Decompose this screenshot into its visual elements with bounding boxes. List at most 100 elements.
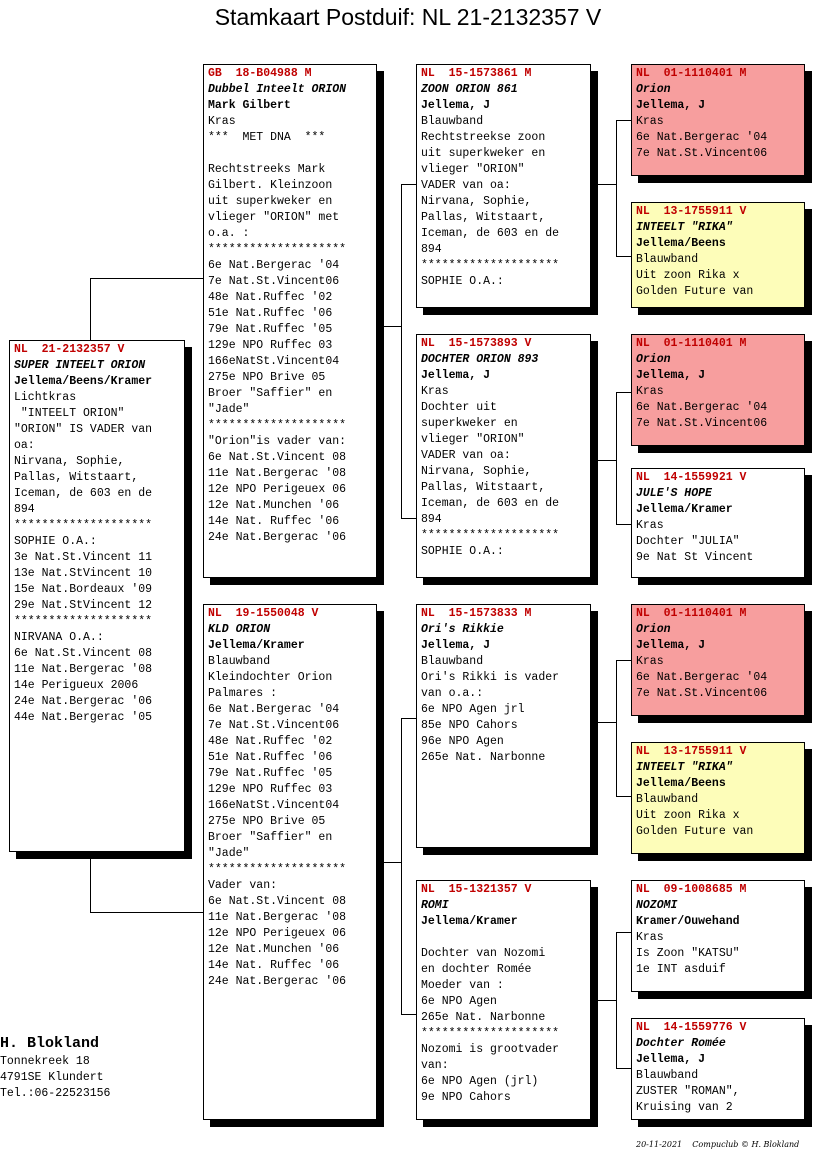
note-line: 6e NPO Agen (421, 995, 497, 1008)
connector-line (616, 1068, 632, 1069)
note-line: Blauwband (636, 793, 699, 806)
owner-phone: Tel.:06-22523156 (0, 1087, 111, 1100)
connector-line (616, 932, 632, 933)
note-line: ******************** (421, 1027, 560, 1040)
note-line: 96e NPO Agen (421, 735, 504, 748)
owner-info: H. Blokland Tonnekreek 18 4791SE Klunder… (0, 1034, 110, 1102)
pigeon-name: DOCHTER ORION 893 (421, 353, 539, 366)
note-line: 12e NPO Perigeuex 06 (208, 927, 347, 940)
note-line: 3e Nat.St.Vincent 11 (14, 551, 153, 564)
breeder-name: Jellema/Kramer (208, 639, 305, 652)
note-line: 85e NPO Cahors (421, 719, 518, 732)
note-line: Kras (636, 931, 664, 944)
note-line: SOPHIE O.A.: (421, 545, 504, 558)
note-line: 6e Nat.St.Vincent 08 (208, 451, 347, 464)
note-line: 7e Nat.St.Vincent06 (636, 147, 768, 160)
pigeon-name: INTEELT "RIKA" (636, 761, 733, 774)
note-line: 275e NPO Brive 05 (208, 815, 326, 828)
note-line: vlieger "ORION" (421, 433, 525, 446)
note-line: 7e Nat.St.Vincent06 (208, 719, 340, 732)
ring-number: NL 15-1573833 M (421, 607, 532, 620)
owner-name: H. Blokland (0, 1035, 100, 1052)
ring-number: NL 13-1755911 V (636, 745, 747, 758)
note-line: Kras (636, 655, 664, 668)
note-line: 51e Nat.Ruffec '06 (208, 307, 333, 320)
note-line: 265e Nat. Narbonne (421, 751, 546, 764)
note-line: Blauwband (636, 253, 699, 266)
page-title: Stamkaart Postduif: NL 21-2132357 V (214, 4, 602, 30)
note-line: Dochter uit (421, 401, 497, 414)
ring-number: NL 01-1110401 M (636, 607, 747, 620)
note-line: 9e Nat St Vincent (636, 551, 754, 564)
connector-line (616, 660, 632, 661)
pigeon-name: Dochter Romée (636, 1037, 726, 1050)
connector-line (616, 660, 617, 796)
note-line: 6e Nat.Bergerac '04 (636, 671, 768, 684)
breeder-name: Jellema, J (421, 639, 491, 652)
pigeon-name: ROMI (421, 899, 449, 912)
breeder-name: Jellema/Kramer (636, 503, 733, 516)
note-line: 11e Nat.Bergerac '08 (208, 911, 347, 924)
ring-number: NL 14-1559921 V (636, 471, 747, 484)
pigeon-name: NOZOMI (636, 899, 678, 912)
pigeon-name: SUPER INTEELT ORION (14, 359, 146, 372)
note-line: 12e NPO Perigeuex 06 (208, 483, 347, 496)
note-line: vlieger "ORION" (421, 163, 525, 176)
connector-line (90, 912, 204, 913)
note-line: ******************** (208, 243, 347, 256)
note-line: 44e Nat.Bergerac '05 (14, 711, 153, 724)
note-line: van: (421, 1059, 449, 1072)
note-line: vlieger "ORION" met (208, 211, 340, 224)
note-line: 6e NPO Agen (jrl) (421, 1075, 539, 1088)
connector-line (590, 184, 617, 185)
footer-credit: 20-11-2021 Compuclub © H. Blokland (636, 1140, 800, 1149)
note-line: Nirvana, Sophie, (421, 195, 532, 208)
note-line: 7e Nat.St.Vincent06 (208, 275, 340, 288)
note-line: 894 (421, 513, 442, 526)
pigeon-name: Orion (636, 623, 671, 636)
note-line: Nirvana, Sophie, (421, 465, 532, 478)
note-line: 29e Nat.StVincent 12 (14, 599, 153, 612)
note-line: ******************** (208, 419, 347, 432)
ring-number: NL 13-1755911 V (636, 205, 747, 218)
pigeon-name: Orion (636, 83, 671, 96)
note-line: Iceman, de 603 en de (421, 227, 560, 240)
note-line: Vader van: (208, 879, 278, 892)
connector-line (616, 120, 632, 121)
note-line: 12e Nat.Munchen '06 (208, 499, 340, 512)
note-line: Iceman, de 603 en de (14, 487, 153, 500)
breeder-name: Jellema/Beens/Kramer (14, 375, 153, 388)
note-line: 79e Nat.Ruffec '05 (208, 323, 333, 336)
connector-line (401, 184, 417, 185)
connector-line (401, 518, 417, 519)
note-line: 14e Perigueux 2006 (14, 679, 139, 692)
pigeon-name: Dubbel Inteelt ORION (208, 83, 347, 96)
note-line: ******************** (14, 615, 153, 628)
note-line: VADER van oa: (421, 179, 511, 192)
note-line: NIRVANA O.A.: (14, 631, 104, 644)
note-line: van o.a.: (421, 687, 484, 700)
ring-number: NL 21-2132357 V (14, 343, 125, 356)
note-line: 166eNatSt.Vincent04 (208, 799, 340, 812)
note-line: Blauwband (636, 1069, 699, 1082)
note-line: 6e Nat.Bergerac '04 (208, 259, 340, 272)
connector-line (376, 862, 402, 863)
pigeon-name: ZOON ORION 861 (421, 83, 518, 96)
note-line: VADER van oa: (421, 449, 511, 462)
breeder-name: Mark Gilbert (208, 99, 291, 112)
breeder-name: Jellema, J (421, 369, 491, 382)
note-line: 6e Nat.Bergerac '04 (636, 401, 768, 414)
breeder-name: Jellema/Beens (636, 237, 726, 250)
connector-line (376, 326, 402, 327)
breeder-name: Kramer/Ouwehand (636, 915, 740, 928)
